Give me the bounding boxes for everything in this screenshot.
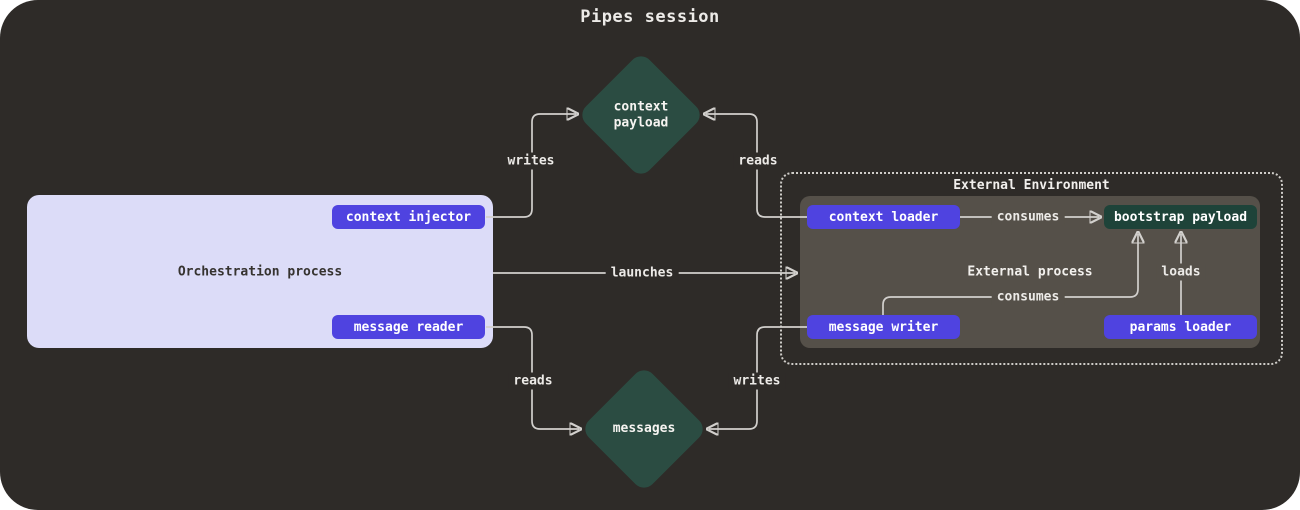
- context-injector-node: context injector: [332, 205, 485, 229]
- external-environment-group: External Environment: [780, 172, 1283, 365]
- edge-label-consumes-bottom: consumes: [991, 288, 1065, 306]
- edge-label-reads-bottom: reads: [508, 372, 558, 390]
- context-payload-node: context payload: [577, 51, 705, 179]
- edge-label-writes-bottom: writes: [728, 372, 786, 390]
- message-reader-node: message reader: [332, 315, 485, 339]
- edge-label-loads: loads: [1156, 263, 1206, 281]
- context-payload-label: context payload: [613, 99, 669, 130]
- params-loader-node: params loader: [1104, 315, 1257, 339]
- orchestration-process-label: Orchestration process: [177, 264, 343, 279]
- edge-label-writes-top: writes: [502, 152, 560, 170]
- diagram-title: Pipes session: [580, 7, 720, 27]
- edge-label-consumes-top: consumes: [991, 208, 1065, 226]
- messages-label: messages: [612, 421, 676, 437]
- bootstrap-payload-node: bootstrap payload: [1104, 205, 1257, 229]
- external-environment-label: External Environment: [953, 178, 1110, 193]
- edge-label-reads-top: reads: [733, 152, 783, 170]
- edge-label-launches: launches: [605, 264, 679, 282]
- context-loader-node: context loader: [807, 205, 960, 229]
- messages-node: messages: [580, 365, 708, 493]
- message-writer-node: message writer: [807, 315, 960, 339]
